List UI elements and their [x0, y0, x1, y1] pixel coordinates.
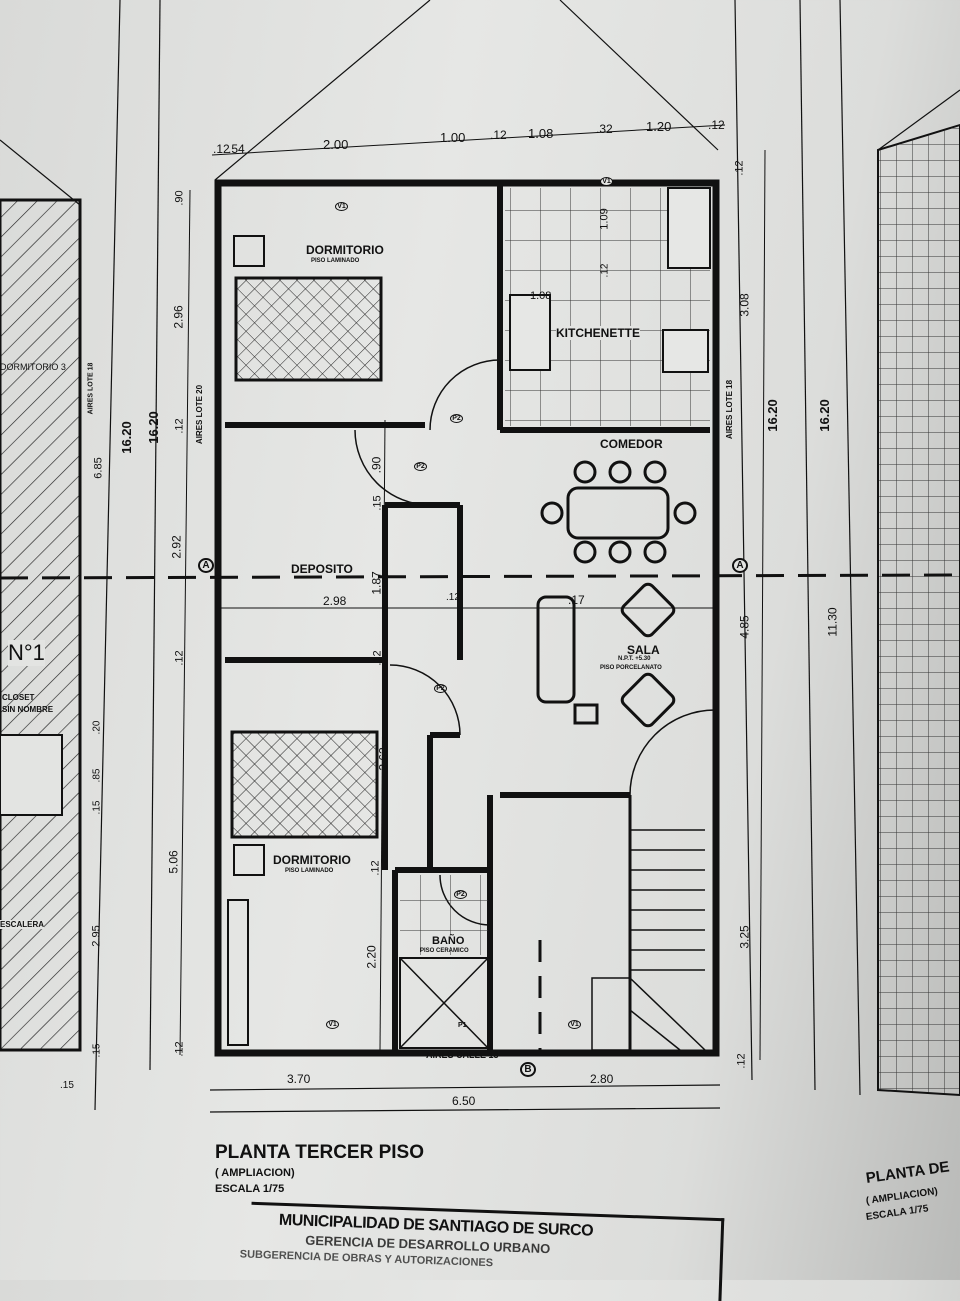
window-tag: P1 [458, 1022, 467, 1029]
dim-right: 3.25 [737, 925, 752, 949]
dim-far-right: 11.30 [825, 607, 840, 637]
dim-top: 1.08 [528, 126, 554, 141]
neighbor-closet-label: CLOSET [2, 693, 35, 702]
bed-2 [230, 730, 379, 839]
dining-table [540, 460, 697, 564]
dim-inner: 2.62 [376, 747, 391, 771]
neighbor-stairs-label: ESCALERA [0, 920, 45, 929]
dim-left-total: 16.20 [145, 411, 161, 444]
aires-lote-18-left-label: AIRES LOTE 18 [87, 362, 95, 415]
dim-right: .12 [733, 160, 746, 176]
window-tag: V1 [568, 1020, 581, 1029]
dim-inner: 2.20 [364, 945, 379, 969]
window-tag: V1 [326, 1020, 339, 1029]
neighbor-left-hatch [0, 198, 82, 1052]
dim-neighbor: .85 [91, 768, 103, 783]
dim-bottom-total: 6.50 [452, 1094, 476, 1108]
stairs [591, 829, 706, 1051]
plan-scale: ESCALA 1/75 [215, 1183, 285, 1195]
dim-inner: .12 [369, 860, 382, 876]
dim-left: .12 [173, 650, 186, 666]
dim-deposito-gap: .12 [446, 592, 460, 603]
site-lines [0, 0, 960, 1113]
floor-label: PISO LAMINADO [311, 258, 360, 264]
section-marker-a-right: A [732, 558, 748, 573]
section-marker-a-left: A [198, 558, 214, 573]
door-tag: P2 [450, 414, 463, 423]
dim-top: 2.00 [323, 137, 349, 152]
window-tag: V1 [600, 177, 613, 186]
room-label-deposito: DEPOSITO [291, 562, 353, 576]
dim-left: .90 [173, 190, 186, 206]
dim-right-total-2: 16.20 [816, 399, 832, 432]
section-line-a [0, 573, 960, 580]
room-label-dormitorio-1: DORMITORIO [306, 243, 384, 257]
dim-inner: .15 [371, 495, 384, 511]
dim-right-total: 16.20 [764, 399, 780, 432]
room-label-bano: BAÑO [432, 935, 465, 947]
dim-neighbor: .15 [91, 1043, 103, 1058]
dim-bottom: 3.70 [287, 1072, 311, 1086]
door-tag: P2 [454, 890, 467, 899]
neighbor-room-label: DORMITORIO 3 [0, 362, 66, 372]
dim-inner: .90 [369, 456, 384, 474]
dim-right: .12 [735, 1053, 748, 1069]
aires-lote-20-label: AIRES LOTE 20 [195, 384, 205, 445]
room-label-sala: SALA [627, 643, 660, 657]
dim-neighbor: 2.95 [90, 925, 103, 947]
section-marker-b: B [520, 1062, 536, 1077]
bed-1 [234, 276, 383, 382]
dim-neighbor: 16.20 [118, 421, 134, 454]
neighbor-unit-label: N°1 [8, 640, 45, 666]
dim-neighbor: .20 [91, 720, 103, 735]
aires-calle-label: AIRES CALLE 13 [426, 1050, 499, 1060]
dim-top: .12 [708, 118, 725, 132]
dim-left: 2.92 [169, 535, 184, 559]
floor-label: PISO PORCELANATO [600, 665, 662, 671]
dim-left: 2.96 [171, 305, 186, 329]
floor-label: PISO CERAMICO [420, 948, 469, 954]
window-tag: V1 [335, 202, 348, 211]
room-label-dormitorio-2: DORMITORIO [273, 853, 351, 867]
dim-left: .12 [173, 418, 186, 434]
dim-left: 5.06 [166, 850, 181, 874]
living-furniture [536, 582, 676, 728]
door-tag: P2 [414, 462, 427, 471]
plan-title: PLANTA TERCER PISO [215, 1142, 425, 1163]
dim-left: .12 [173, 1041, 186, 1057]
dim-neighbor: 6.85 [92, 457, 105, 479]
aires-lote-18-label: AIRES LOTE 18 [725, 379, 735, 440]
room-label-comedor: COMEDOR [600, 437, 663, 451]
dim-top: 1.20 [646, 119, 672, 134]
walls [214, 179, 720, 1057]
dim-deposito-width: 2.98 [323, 594, 347, 608]
door-tag: P2 [434, 684, 447, 693]
dim-top: .32 [596, 122, 613, 136]
dim-kitchen: 1.08 [530, 290, 552, 302]
dim-top: .54 [228, 142, 245, 156]
neighbor-right-grid [877, 123, 960, 1097]
dim-sala: .17 [568, 593, 585, 607]
floor-label: PISO LAMINADO [285, 868, 334, 874]
neighbor-closet-label-2: SIN NOMBRE [2, 705, 54, 714]
dim-bottom: 2.80 [590, 1072, 614, 1086]
plan-subtitle: ( AMPLIACION) [215, 1167, 295, 1179]
dim-top: .12 [490, 128, 507, 142]
dim-inner: .12 [371, 650, 384, 666]
dim-neighbor: .15 [91, 800, 103, 815]
dim-inner: 1.87 [369, 571, 384, 595]
dim-top: 1.00 [440, 130, 466, 145]
dim-kitchen: .12 [599, 263, 611, 278]
level-label: N.P.T. +5.30 [618, 656, 651, 662]
dim-top: .12 [213, 142, 230, 156]
room-label-kitchenette: KITCHENETTE [556, 326, 640, 340]
dim-neighbor: .15 [60, 1080, 74, 1091]
dim-right: 4.85 [737, 615, 752, 639]
dim-right: 3.08 [737, 293, 752, 317]
municipal-stamp: MUNICIPALIDAD DE SANTIAGO DE SURCO GEREN… [240, 1201, 725, 1301]
dim-kitchen: 1.09 [598, 208, 611, 230]
